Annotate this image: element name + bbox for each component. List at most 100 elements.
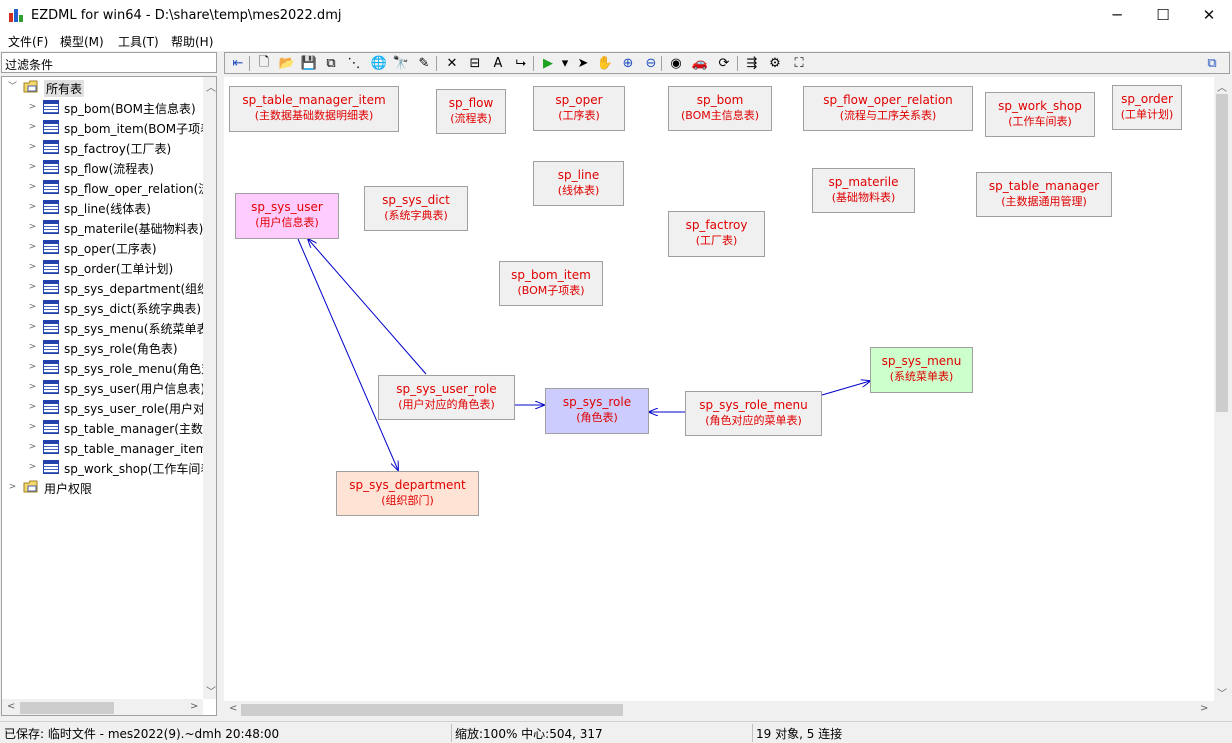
canvas-scroll-left-icon[interactable]: < (229, 703, 238, 714)
minimize-button[interactable]: ─ (1112, 6, 1122, 24)
filter-input[interactable]: 过滤条件 (1, 52, 217, 73)
tree-item-table[interactable]: >sp_oper(工序表) (2, 237, 202, 257)
canvas-hscroll-thumb[interactable] (241, 704, 623, 716)
entity-sp-oper[interactable]: sp_oper(工序表) (533, 86, 625, 131)
expand-icon[interactable]: > (28, 222, 37, 232)
dropdown-icon[interactable]: ▾ (561, 56, 569, 71)
entity-sp-sys-dict[interactable]: sp_sys_dict(系统字典表) (364, 186, 468, 231)
table-icon[interactable]: ⊟ (469, 56, 481, 71)
tree-item-table[interactable]: >sp_table_manager_item(主数据基础数据明细表) (2, 437, 216, 457)
entity-sp-table-manager-item[interactable]: sp_table_manager_item(主数据基础数据明细表) (229, 86, 399, 132)
tree-item-table[interactable]: >sp_bom(BOM主信息表) (2, 97, 202, 117)
tree-root-user-permissions[interactable]: >用户权限 (2, 477, 202, 497)
diagram-canvas[interactable]: sp_table_manager_item(主数据基础数据明细表) sp_flow… (224, 77, 1214, 701)
expand-icon[interactable]: > (28, 122, 37, 132)
car-icon[interactable]: 🚗 (691, 56, 709, 71)
entity-sp-sys-role[interactable]: sp_sys_role(角色表) (545, 388, 649, 434)
zoom-in-icon[interactable]: ⊕ (622, 56, 634, 71)
expand-icon[interactable]: > (28, 162, 37, 172)
tree-item-table[interactable]: >sp_sys_role(角色表) (2, 337, 202, 357)
canvas-scroll-right-icon[interactable]: > (1200, 703, 1209, 714)
new-icon[interactable]: 🗋 (258, 54, 270, 70)
canvas-vertical-scrollbar[interactable]: ︿ ﹀ (1214, 77, 1230, 701)
pointer-icon[interactable]: ➤ (577, 56, 589, 71)
tree-horizontal-scrollbar[interactable]: < > (2, 699, 203, 715)
entity-sp-line[interactable]: sp_line(线体表) (533, 161, 624, 206)
tree-item-table[interactable]: >sp_sys_dict(系统字典表) (2, 297, 202, 317)
expand-icon[interactable]: > (28, 262, 37, 272)
entity-sp-sys-user-role[interactable]: sp_sys_user_role(用户对应的角色表) (378, 375, 515, 420)
scroll-left-icon[interactable]: < (7, 701, 16, 712)
expand-icon[interactable]: > (8, 482, 17, 492)
tree-item-table[interactable]: >sp_sys_menu(系统菜单表) (2, 317, 213, 337)
delete-icon[interactable]: ✕ (446, 56, 458, 71)
scroll-right-icon[interactable]: > (190, 701, 199, 712)
edit-icon[interactable]: ✎ (418, 56, 430, 71)
expand-icon[interactable]: > (28, 102, 37, 112)
tree-item-table[interactable]: >sp_sys_user(用户信息表) (2, 377, 205, 397)
menu-file[interactable]: 文件(F) (8, 35, 49, 49)
expand-icon[interactable]: > (28, 242, 37, 252)
expand-icon[interactable]: > (28, 342, 37, 352)
tree-item-table[interactable]: >sp_sys_department(组织部门) (2, 277, 216, 297)
expand-icon[interactable]: > (28, 422, 37, 432)
expand-icon[interactable]: > (28, 382, 37, 392)
tree-item-table[interactable]: >sp_flow_oper_relation(流程与工序关系表) (2, 177, 216, 197)
expand-icon[interactable]: > (28, 142, 37, 152)
entity-sp-sys-role-menu[interactable]: sp_sys_role_menu(角色对应的菜单表) (685, 391, 822, 436)
entity-sp-bom-item[interactable]: sp_bom_item(BOM子项表) (499, 261, 603, 306)
expand-icon[interactable]: > (28, 202, 37, 212)
scroll-down-icon[interactable]: ﹀ (206, 687, 216, 698)
tree-root-all-tables[interactable]: ﹀所有表 (2, 77, 202, 97)
link-icon[interactable]: ⮡ (515, 56, 527, 71)
canvas-scroll-down-icon[interactable]: ﹀ (1217, 689, 1227, 700)
fullscreen-icon[interactable]: ⛶ (794, 56, 804, 71)
tree-item-table[interactable]: >sp_sys_role_menu(角色对应的菜单表) (2, 357, 216, 377)
run-icon[interactable]: ▶ (543, 56, 553, 71)
menu-model[interactable]: 模型(M) (60, 35, 104, 49)
tree-item-table[interactable]: >sp_order(工单计划) (2, 257, 202, 277)
collapse-icon[interactable]: ﹀ (8, 82, 18, 92)
entity-sp-work-shop[interactable]: sp_work_shop(工作车间表) (985, 92, 1095, 137)
copy-icon[interactable]: ⧉ (326, 56, 336, 71)
entity-sp-sys-department[interactable]: sp_sys_department(组织部门) (336, 471, 479, 516)
tree-item-table[interactable]: >sp_sys_user_role(用户对应的角色表) (2, 397, 216, 417)
entity-sp-bom[interactable]: sp_bom(BOM主信息表) (668, 86, 772, 131)
ellipse-icon[interactable]: ◉ (670, 56, 682, 71)
close-button[interactable]: ✕ (1202, 6, 1216, 24)
tree-item-table[interactable]: >sp_work_shop(工作车间表) (2, 457, 216, 477)
expand-icon[interactable]: > (28, 182, 37, 192)
pane-splitter[interactable] (219, 51, 224, 721)
tree-item-table[interactable]: >sp_bom_item(BOM子项表) (2, 117, 216, 137)
refresh-icon[interactable]: ⟳ (718, 56, 730, 71)
expand-icon[interactable]: > (28, 362, 37, 372)
back-icon[interactable]: ⇤ (232, 56, 244, 71)
expand-icon[interactable]: > (28, 462, 37, 472)
save-icon[interactable]: 💾 (300, 56, 318, 71)
expand-icon[interactable]: > (28, 302, 37, 312)
entity-sp-flow[interactable]: sp_flow(流程表) (436, 89, 506, 134)
tree-item-table[interactable]: >sp_table_manager(主数据通用管理) (2, 417, 216, 437)
menu-help[interactable]: 帮助(H) (171, 35, 214, 49)
entity-sp-sys-menu[interactable]: sp_sys_menu(系统菜单表) (870, 347, 973, 393)
open-icon[interactable]: 📂 (278, 56, 296, 71)
text-icon[interactable]: A (493, 56, 503, 71)
settings-icon[interactable]: ⚙ (769, 56, 781, 71)
entity-sp-materile[interactable]: sp_materile(基础物料表) (812, 168, 915, 213)
expand-icon[interactable]: > (28, 322, 37, 332)
entity-sp-sys-user[interactable]: sp_sys_user(用户信息表) (235, 193, 339, 239)
import-icon[interactable]: ⇶ (746, 56, 758, 71)
entity-sp-table-manager[interactable]: sp_table_manager(主数据通用管理) (976, 172, 1112, 217)
expand-icon[interactable]: > (28, 442, 37, 452)
entity-sp-factroy[interactable]: sp_factroy(工厂表) (668, 211, 765, 257)
entity-sp-order[interactable]: sp_order(工单计划) (1112, 85, 1182, 130)
menu-tools[interactable]: 工具(T) (118, 35, 159, 49)
find-icon[interactable]: 🔭 (392, 56, 410, 71)
tree-item-table[interactable]: >sp_line(线体表) (2, 197, 202, 217)
scroll-up-icon[interactable]: ︿ (206, 83, 216, 94)
expand-icon[interactable]: > (28, 282, 37, 292)
globe-icon[interactable]: 🌐 (370, 56, 388, 71)
entity-sp-flow-oper-relation[interactable]: sp_flow_oper_relation(流程与工序关系表) (803, 86, 973, 131)
expand-icon[interactable]: > (28, 402, 37, 412)
tree-item-table[interactable]: >sp_materile(基础物料表) (2, 217, 203, 237)
